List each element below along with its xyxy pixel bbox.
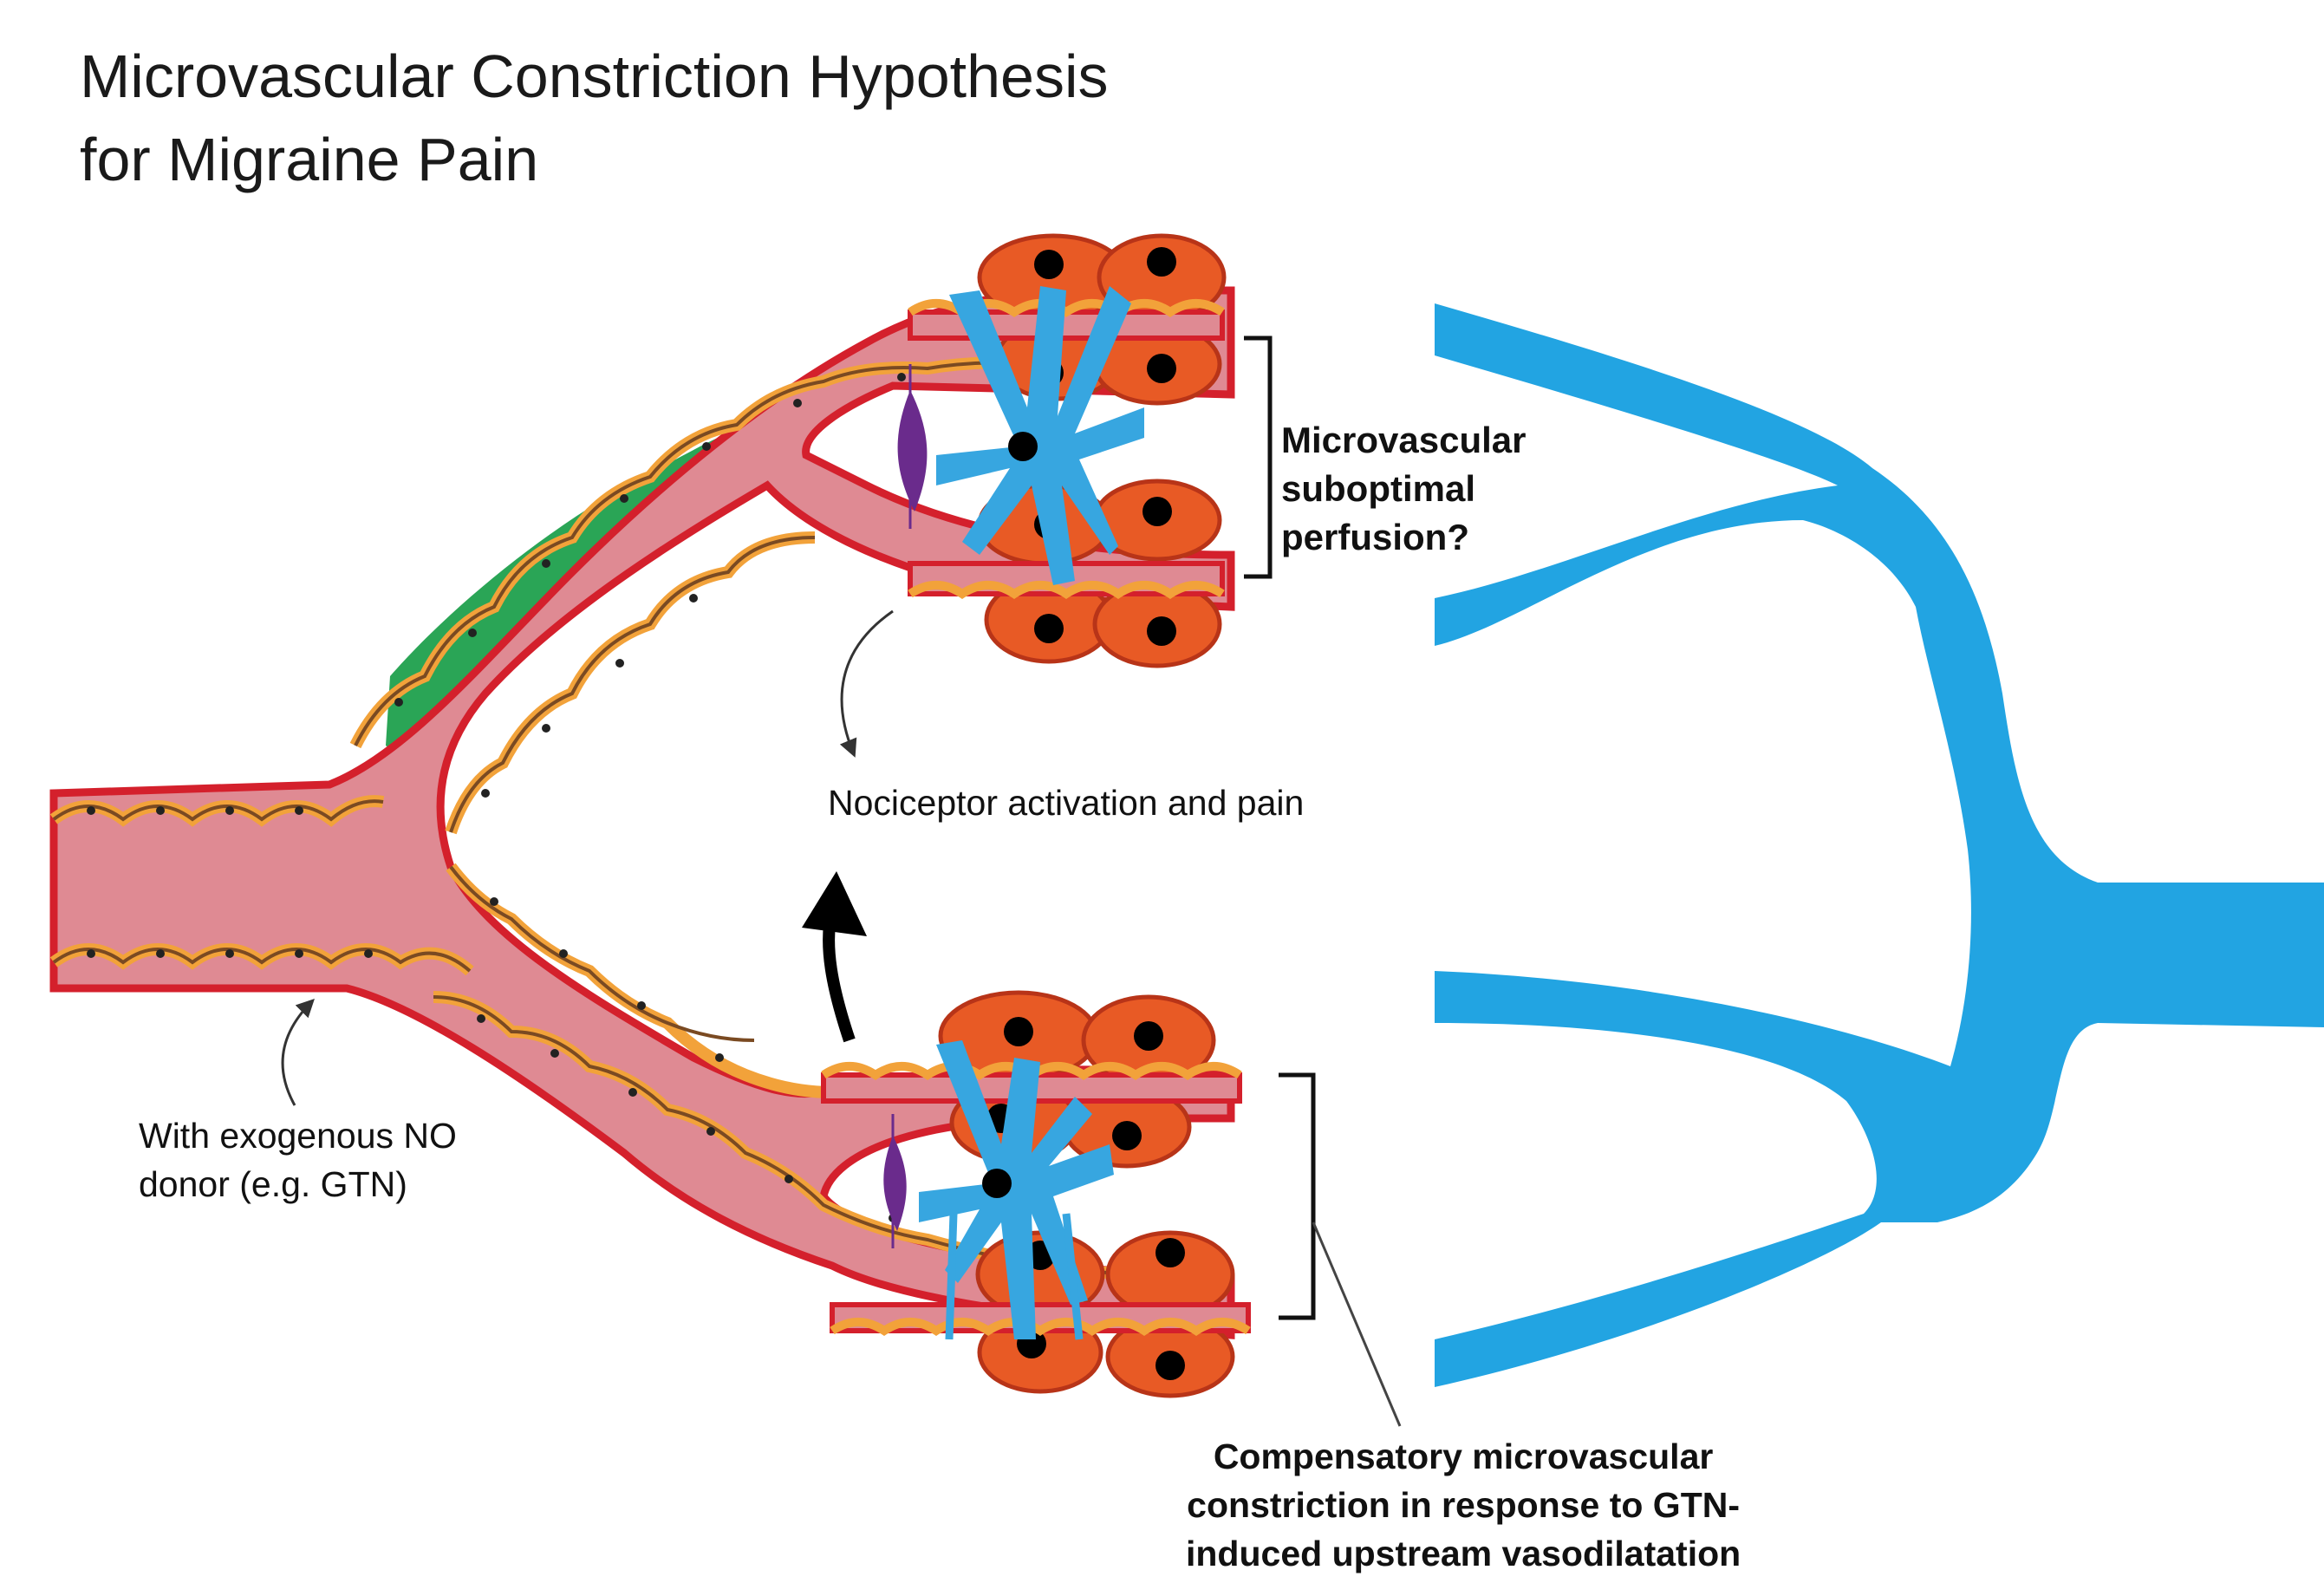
venule-body — [1435, 303, 2324, 1387]
suboptimal-perfusion-label: Microvascular suboptimal perfusion? — [1281, 416, 1526, 562]
arrow-exogenous — [281, 999, 315, 1106]
astrocyte-upper — [936, 286, 1144, 585]
exogenous-line-1: With exogenous NO — [139, 1116, 457, 1156]
exogenous-no-label: With exogenous NO donor (e.g. GTN) — [139, 1111, 457, 1208]
suboptimal-line-1: Microvascular — [1281, 420, 1527, 460]
arrow-to-nociceptor — [839, 609, 894, 758]
title-line-2: for Migraine Pain — [80, 126, 539, 193]
pointer-compensatory — [1312, 1221, 1402, 1427]
nerve-fibre-lower — [883, 1136, 907, 1231]
compensatory-line-2: constriction in response to GTN- — [1187, 1485, 1740, 1525]
diagram-title: Microvascular Constriction Hypothesis fo… — [80, 35, 1109, 201]
title-line-1: Microvascular Constriction Hypothesis — [80, 42, 1109, 110]
bracket-upper — [1244, 335, 1273, 579]
bold-arrow-up — [802, 871, 867, 1043]
suboptimal-line-2: suboptimal — [1281, 468, 1476, 509]
capillary-bed-lower — [821, 990, 1251, 1398]
compensatory-line-3: induced upstream vasodilatation — [1186, 1534, 1741, 1573]
venule — [1435, 303, 2324, 1387]
suboptimal-line-3: perfusion? — [1281, 517, 1469, 557]
nociceptor-label: Nociceptor activation and pain — [828, 783, 1305, 823]
compensatory-label: Compensatory microvascular constriction … — [1186, 1432, 1741, 1578]
bracket-lower — [1279, 1072, 1316, 1320]
nerve-fibre-upper — [897, 390, 928, 511]
compensatory-line-1: Compensatory microvascular — [1213, 1436, 1714, 1476]
capillary-bed-upper — [897, 233, 1227, 668]
exogenous-line-2: donor (e.g. GTN) — [139, 1164, 407, 1204]
astrocyte-lower — [919, 1040, 1114, 1340]
